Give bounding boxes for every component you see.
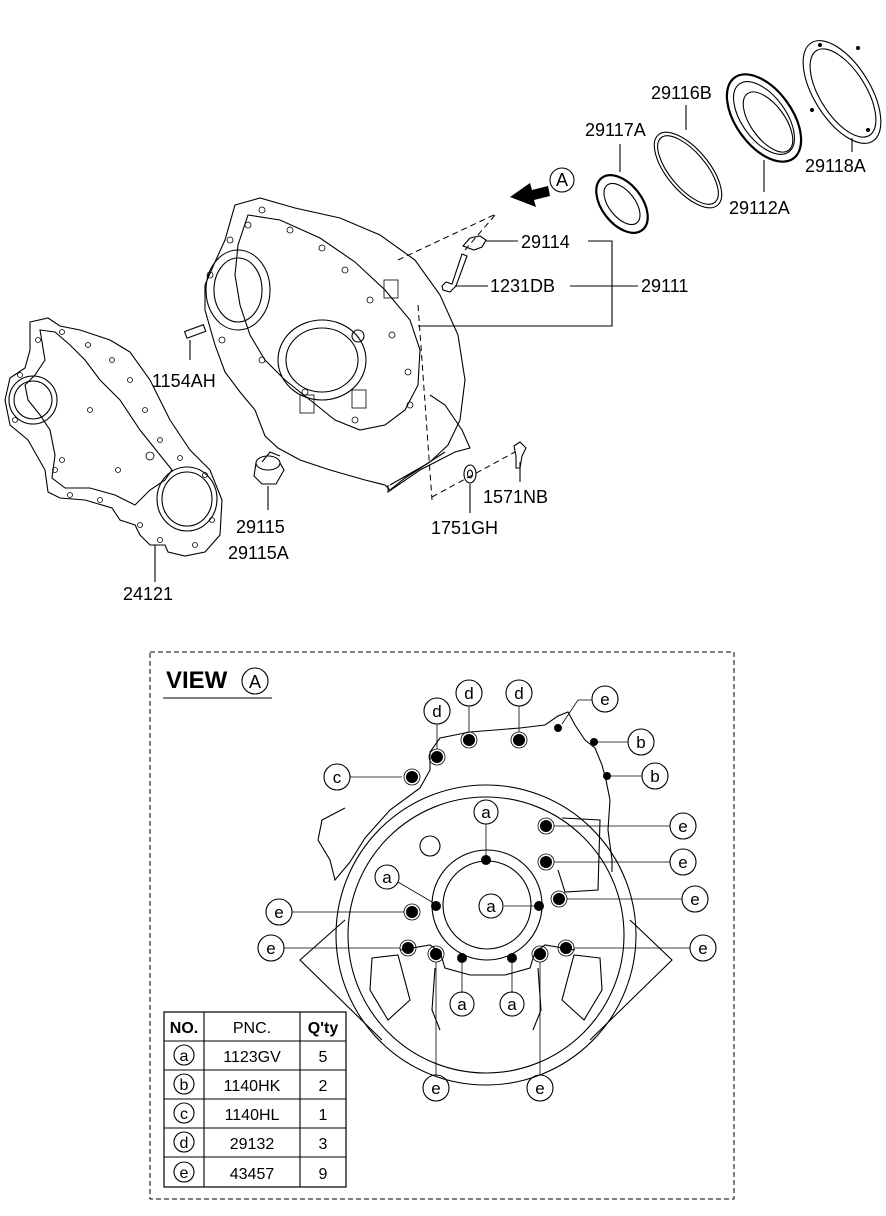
- svg-text:1: 1: [319, 1107, 328, 1124]
- callout-a-bottom-right: a: [499, 991, 525, 1017]
- table-header-no: NO.: [170, 1020, 198, 1037]
- label-1231DB: 1231DB: [490, 276, 555, 296]
- svg-text:e: e: [535, 1079, 544, 1098]
- svg-text:e: e: [274, 903, 283, 922]
- label-1751GH: 1751GH: [431, 518, 498, 538]
- sensor-29115: [253, 451, 285, 510]
- label-29115A: 29115A: [228, 543, 289, 563]
- svg-text:e: e: [678, 853, 687, 872]
- table-header-qty: Q'ty: [308, 1020, 339, 1037]
- callout-c: c: [323, 763, 351, 791]
- callout-b-lower: b: [641, 762, 669, 790]
- bolt-markers: [284, 699, 690, 1075]
- bolt-1231DB: [441, 253, 488, 293]
- svg-text:a: a: [481, 803, 491, 822]
- svg-text:a: a: [507, 995, 517, 1014]
- bolt-1571NB: [513, 441, 527, 482]
- label-29117A: 29117A: [585, 120, 646, 140]
- stud-1154AH: [183, 324, 207, 360]
- callouts: a a a a a b b c d d d e e e e e e e e e: [257, 679, 717, 1102]
- table-row: e 43457 9: [173, 1161, 328, 1183]
- ring-29116B: [653, 105, 723, 209]
- svg-text:e: e: [678, 817, 687, 836]
- arrow-letter: A: [556, 170, 568, 190]
- seal-29117A: [595, 144, 649, 234]
- svg-text:29132: 29132: [230, 1136, 275, 1153]
- svg-text:b: b: [650, 767, 659, 786]
- svg-text:9: 9: [319, 1166, 328, 1183]
- svg-text:d: d: [432, 702, 441, 721]
- label-29118A: 29118A: [805, 156, 866, 176]
- svg-text:1123GV: 1123GV: [223, 1049, 281, 1066]
- view-title-letter: A: [249, 672, 261, 692]
- callout-e-top: e: [591, 685, 619, 713]
- callout-e-b1: e: [422, 1074, 450, 1102]
- label-29115: 29115: [236, 517, 285, 537]
- callout-e-l2: e: [257, 934, 285, 962]
- svg-text:d: d: [514, 684, 523, 703]
- svg-text:e: e: [180, 1165, 189, 1182]
- flywheel-housing-29111: [204, 197, 471, 494]
- callout-d-2: d: [455, 679, 483, 707]
- svg-text:a: a: [486, 897, 496, 916]
- callout-a-left: a: [374, 864, 400, 890]
- svg-text:a: a: [457, 995, 467, 1014]
- callout-e-r4: e: [689, 934, 717, 962]
- svg-text:e: e: [431, 1079, 440, 1098]
- svg-text:2: 2: [319, 1078, 328, 1095]
- svg-text:a: a: [382, 868, 392, 887]
- callout-e-r2: e: [669, 848, 697, 876]
- label-1571NB: 1571NB: [483, 487, 548, 507]
- svg-text:3: 3: [319, 1136, 328, 1153]
- bracket-29114: [462, 235, 518, 251]
- seal-29112A: [725, 73, 803, 192]
- svg-text:d: d: [180, 1135, 189, 1152]
- svg-text:e: e: [600, 690, 609, 709]
- parts-table: NO. PNC. Q'ty a 1123GV 5 b 1140HK 2 c 11…: [163, 1011, 347, 1188]
- label-24121: 24121: [123, 584, 173, 604]
- svg-text:1140HK: 1140HK: [224, 1078, 281, 1095]
- callout-e-l1: e: [265, 898, 293, 926]
- callout-a-center: a: [478, 893, 504, 919]
- gasket-24121: [4, 317, 223, 582]
- label-29112A: 29112A: [729, 198, 790, 218]
- gasket-29118A: [802, 40, 882, 152]
- view-a-arrow: A: [510, 167, 575, 207]
- callout-b-upper: b: [627, 728, 655, 756]
- svg-text:c: c: [333, 768, 342, 787]
- label-29111: 29111: [641, 276, 688, 296]
- callout-d-1: d: [423, 697, 451, 725]
- table-row: b 1140HK 2: [173, 1073, 328, 1095]
- callout-e-r1: e: [669, 812, 697, 840]
- label-29116B: 29116B: [651, 83, 712, 103]
- label-1154AH: 1154AH: [152, 371, 216, 391]
- callout-e-r3: e: [681, 885, 709, 913]
- callout-a-bottom-left: a: [449, 991, 475, 1017]
- view-title-text: VIEW: [166, 667, 228, 694]
- view-a-frame: [149, 651, 735, 1200]
- svg-text:e: e: [698, 939, 707, 958]
- svg-text:1140HL: 1140HL: [225, 1107, 280, 1124]
- svg-text:b: b: [180, 1077, 189, 1094]
- svg-text:e: e: [690, 890, 699, 909]
- svg-text:a: a: [180, 1048, 189, 1065]
- svg-text:c: c: [180, 1106, 188, 1123]
- callout-e-b2: e: [526, 1074, 554, 1102]
- view-a-title: VIEW A: [163, 667, 272, 699]
- table-row: c 1140HL 1: [173, 1102, 328, 1124]
- label-29114: 29114: [521, 232, 570, 252]
- table-row: d 29132 3: [173, 1131, 328, 1153]
- callout-d-3: d: [505, 679, 533, 707]
- table-header-pnc: PNC.: [233, 1020, 271, 1037]
- svg-text:d: d: [464, 684, 473, 703]
- washer-1751GH: [463, 464, 477, 513]
- callout-a-top: a: [473, 799, 499, 825]
- svg-text:43457: 43457: [230, 1166, 275, 1183]
- table-row: a 1123GV 5: [173, 1044, 328, 1066]
- svg-text:b: b: [636, 733, 645, 752]
- svg-text:e: e: [266, 939, 275, 958]
- svg-text:5: 5: [319, 1049, 328, 1066]
